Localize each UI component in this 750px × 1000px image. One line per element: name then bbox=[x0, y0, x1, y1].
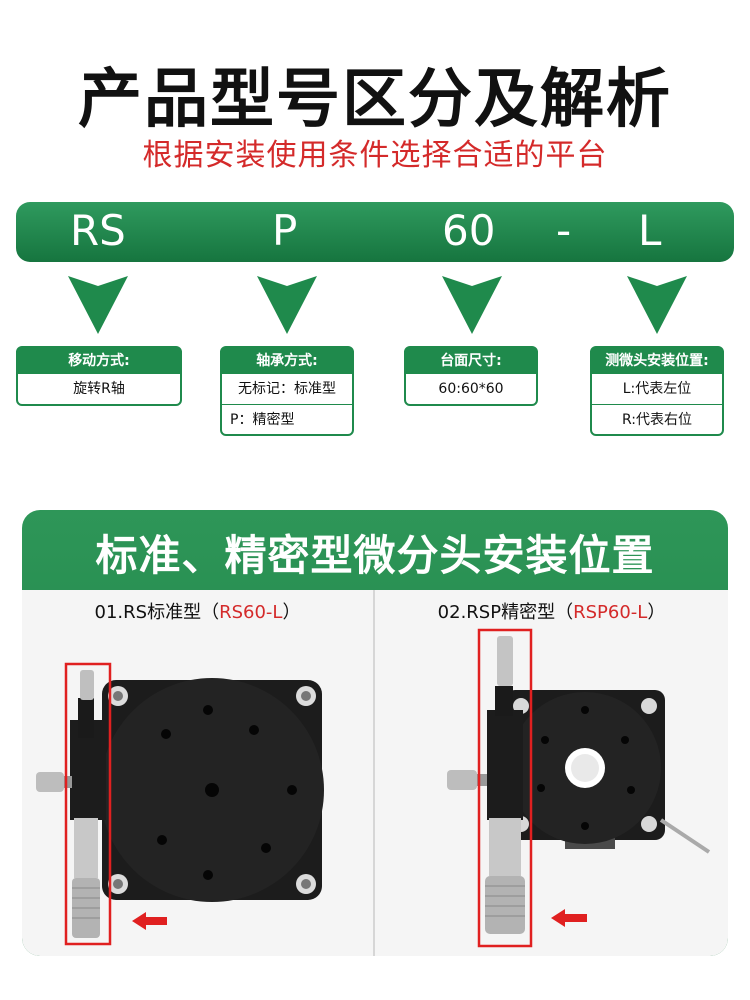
model-code-bar: RS P 60 - L bbox=[16, 202, 734, 262]
down-arrow-icon bbox=[442, 276, 502, 334]
rotary-stage-precision-image bbox=[447, 628, 711, 948]
page-title: 产品型号区分及解析 bbox=[78, 63, 672, 137]
panel-precision: 02.RSP精密型（RSP60-L） bbox=[375, 590, 728, 956]
box-move-mode: 移动方式: 旋转R轴 bbox=[16, 346, 182, 406]
box-row: L:代表左位 bbox=[622, 381, 692, 397]
panel-standard: 01.RS标准型（RS60-L） bbox=[22, 590, 373, 956]
box-title: 台面尺寸: bbox=[406, 348, 536, 374]
box-micrometer-position: 测微头安装位置: L:代表左位 R:代表右位 bbox=[590, 346, 724, 436]
code-segment-60: 60 bbox=[442, 206, 496, 255]
page-subtitle: 根据安装使用条件选择合适的平台 bbox=[142, 138, 608, 173]
rotary-stage-standard-image bbox=[36, 662, 324, 946]
code-segment-rs: RS bbox=[70, 206, 126, 255]
box-title: 轴承方式: bbox=[222, 348, 352, 374]
box-row: 旋转R轴 bbox=[73, 381, 125, 397]
box-row: 无标记：标准型 bbox=[238, 381, 336, 397]
install-position-section: 标准、精密型微分头安装位置 01.RS标准型（RS60-L） bbox=[22, 510, 728, 956]
code-segment-dash: - bbox=[556, 206, 572, 255]
panel-precision-label: 02.RSP精密型（RSP60-L） bbox=[437, 602, 666, 623]
panel-divider bbox=[373, 590, 375, 956]
left-arrow-icon bbox=[132, 912, 167, 930]
install-section-title: 标准、精密型微分头安装位置 bbox=[95, 531, 655, 580]
box-title: 测微头安装位置: bbox=[592, 348, 722, 374]
down-arrow-icon bbox=[627, 276, 687, 334]
down-arrow-icon bbox=[257, 276, 317, 334]
panel-standard-label: 01.RS标准型（RS60-L） bbox=[94, 602, 301, 623]
box-table-size: 台面尺寸: 60:60*60 bbox=[404, 346, 538, 406]
box-title: 移动方式: bbox=[18, 348, 180, 374]
code-segment-l: L bbox=[638, 206, 662, 255]
box-bearing-mode: 轴承方式: 无标记：标准型 P：精密型 bbox=[220, 346, 354, 436]
box-row: 60:60*60 bbox=[438, 381, 504, 397]
box-row: P：精密型 bbox=[222, 404, 352, 434]
code-segment-p: P bbox=[272, 206, 298, 255]
down-arrow-icon bbox=[68, 276, 128, 334]
box-row: R:代表右位 bbox=[592, 404, 722, 434]
left-arrow-icon bbox=[551, 909, 587, 927]
